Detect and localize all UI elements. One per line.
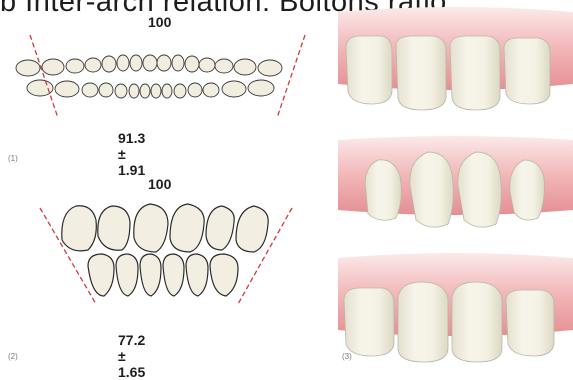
overall-ratio-bottom-value: 91.3 ± 1.91	[118, 130, 145, 178]
tooth	[344, 288, 394, 356]
lower-tooth	[162, 84, 172, 98]
upper-tooth	[16, 60, 40, 76]
lower-anterior-tooth	[88, 254, 114, 296]
lower-tooth	[115, 84, 127, 98]
upper-anterior-tooth	[134, 204, 168, 252]
overall-ratio-top-value: 100	[148, 14, 171, 30]
upper-anterior-tooth	[62, 206, 97, 251]
tooth	[452, 282, 502, 362]
lower-tooth	[129, 84, 139, 98]
upper-anterior-tooth	[206, 206, 234, 250]
lower-tooth	[248, 80, 274, 96]
lower-tooth	[222, 81, 246, 97]
lower-tooth	[174, 84, 186, 98]
lower-anterior-tooth	[210, 254, 238, 296]
smile-view-2	[338, 136, 573, 227]
lower-tooth	[188, 83, 202, 97]
upper-tooth	[157, 55, 171, 71]
lower-anterior-tooth	[116, 254, 138, 296]
lower-anterior-tooth	[140, 254, 161, 296]
tooth	[510, 160, 545, 220]
upper-tooth	[130, 55, 142, 71]
lower-tooth	[27, 80, 53, 96]
figure-number-2: (2)	[8, 352, 18, 361]
lower-tooth	[140, 84, 150, 98]
tooth	[365, 160, 401, 220]
anterior-ratio-bottom-value: 77.2 ± 1.65	[118, 332, 145, 380]
smile-view-3	[338, 253, 573, 362]
lower-tooth	[99, 83, 113, 97]
upper-tooth	[234, 59, 256, 75]
tooth	[346, 36, 392, 104]
lower-tooth	[151, 84, 161, 98]
right-guide-line	[277, 35, 305, 118]
upper-tooth	[102, 56, 116, 72]
tooth	[450, 36, 500, 110]
anterior-ratio-top-value: 100	[148, 176, 171, 192]
upper-anterior-tooth	[170, 204, 204, 252]
anterior-teeth-diagram	[0, 192, 330, 332]
figure-number-3: (3)	[342, 352, 352, 361]
tooth	[410, 152, 454, 227]
upper-tooth	[85, 58, 101, 72]
tooth	[506, 290, 554, 356]
upper-tooth	[143, 55, 157, 71]
lower-tooth	[203, 83, 219, 97]
lower-tooth	[55, 81, 79, 97]
figure-number-1: (1)	[8, 154, 18, 163]
upper-tooth	[42, 59, 64, 75]
upper-tooth	[172, 55, 184, 71]
tooth	[396, 36, 446, 110]
upper-tooth	[117, 55, 129, 71]
occlusal-arch-diagram	[0, 30, 330, 150]
tooth	[398, 282, 448, 362]
upper-tooth	[185, 56, 199, 72]
lower-anterior-tooth	[186, 254, 208, 296]
left-guide-line	[30, 35, 58, 118]
tooth	[504, 38, 550, 104]
upper-tooth	[66, 59, 84, 73]
upper-tooth	[199, 58, 215, 72]
smile-views-diagram	[338, 0, 573, 364]
upper-tooth	[258, 60, 282, 76]
upper-anterior-tooth	[98, 206, 130, 250]
upper-tooth	[215, 59, 233, 73]
tooth	[458, 152, 502, 227]
upper-anterior-tooth	[236, 206, 268, 252]
lower-tooth	[82, 83, 98, 97]
lower-anterior-tooth	[163, 254, 184, 296]
smile-view-1	[338, 7, 573, 110]
